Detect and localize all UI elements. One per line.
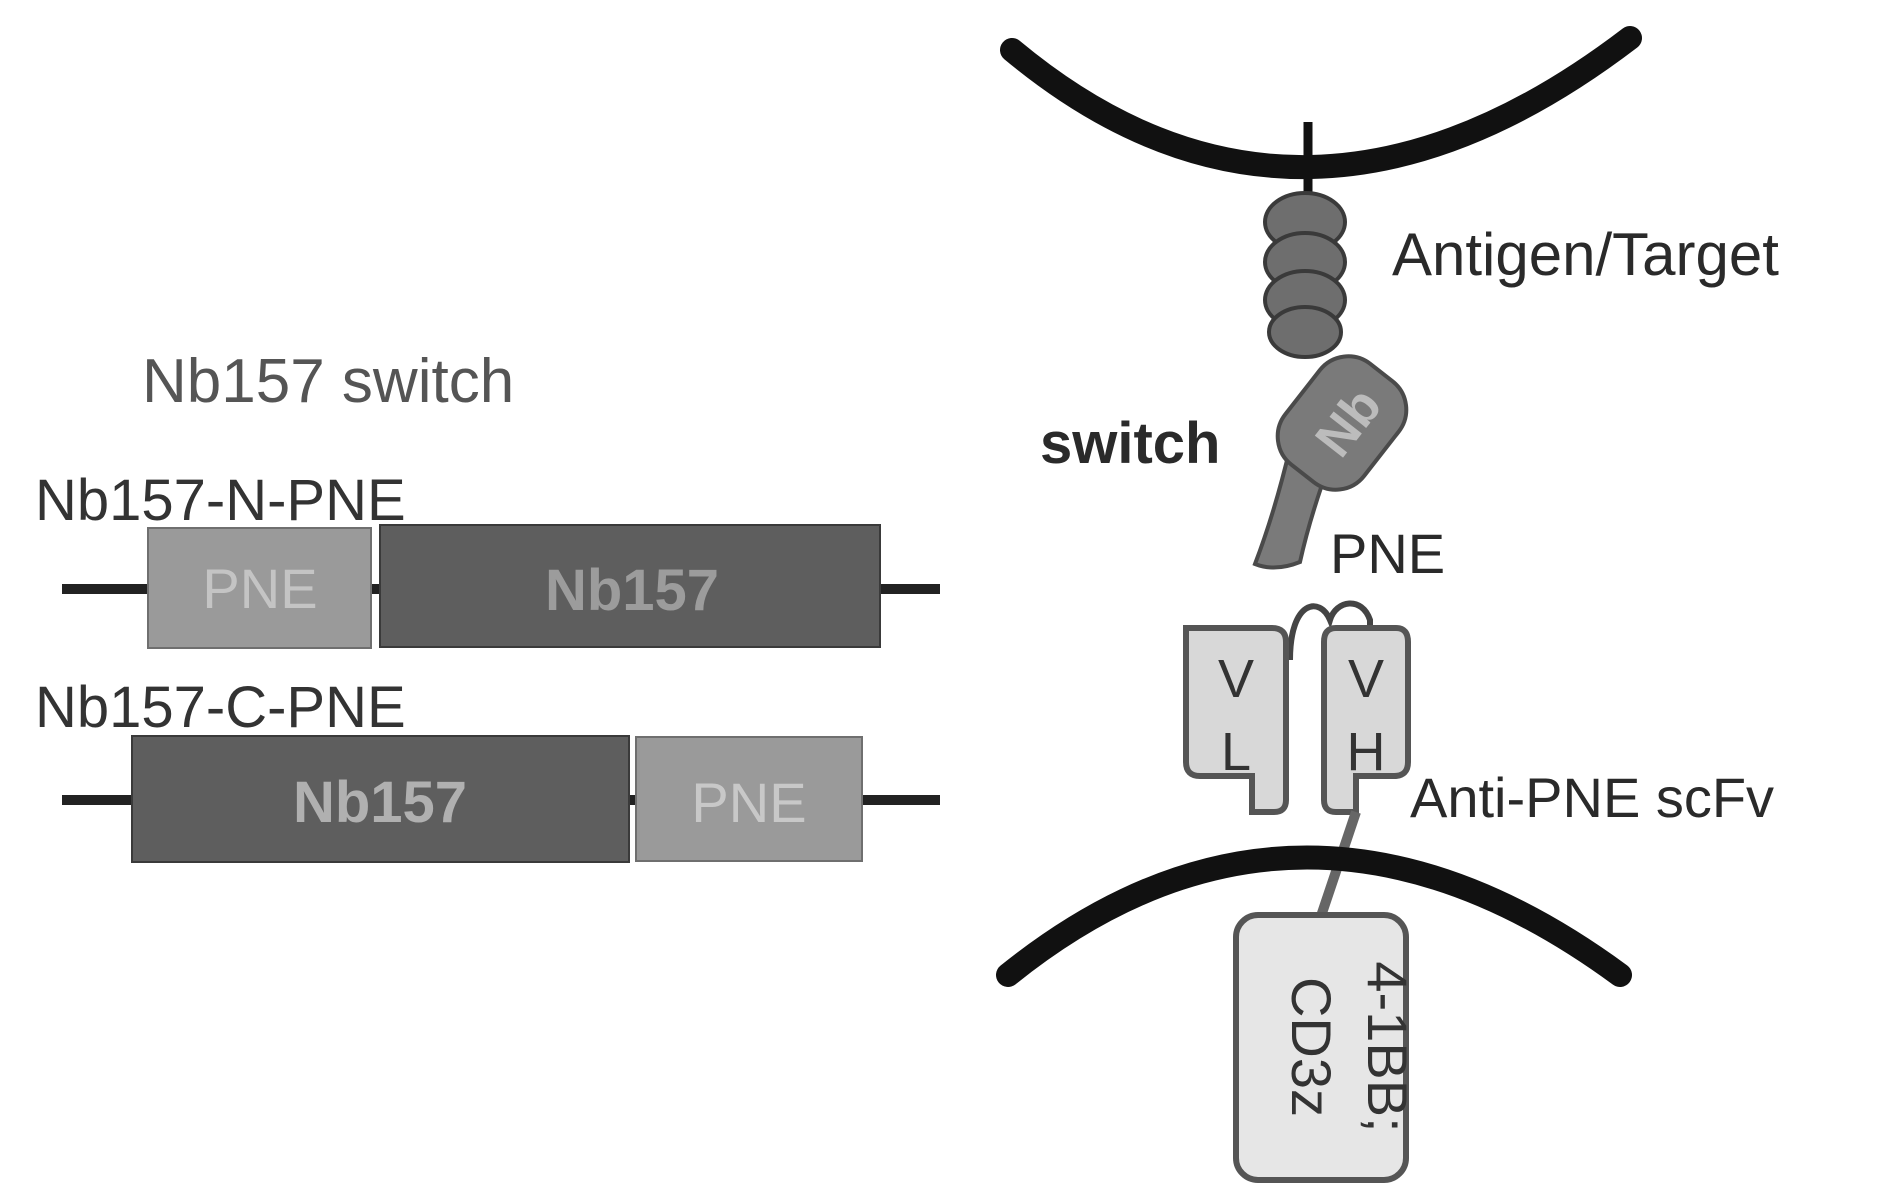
construct-nb157-n-pne: Nb157-N-PNE PNE Nb157 [35, 468, 940, 648]
construct-name: Nb157-C-PNE [35, 675, 406, 740]
nb157-domain-label: Nb157 [545, 558, 719, 623]
scfv-label: Anti-PNE scFv [1410, 766, 1774, 829]
vh-letter-h: H [1347, 722, 1386, 782]
pne-domain-label: PNE [202, 557, 317, 620]
panel-title: Nb157 switch [142, 347, 514, 416]
antigen-domain [1269, 307, 1341, 357]
construct-nb157-c-pne: Nb157-C-PNE Nb157 PNE [35, 675, 940, 862]
antigen-label: Antigen/Target [1392, 221, 1779, 288]
pne-label: PNE [1330, 522, 1445, 585]
signaling-domains-box: 4-1BB; CD3z [1236, 915, 1419, 1180]
vl-letter-l: L [1221, 722, 1251, 782]
vl-letter-v: V [1218, 649, 1254, 709]
nb157-switch-panel: Nb157 switch Nb157-N-PNE PNE Nb157 Nb157… [35, 347, 940, 862]
signal-4-1bb-label: 4-1BB; [1356, 961, 1419, 1132]
construct-name: Nb157-N-PNE [35, 468, 406, 533]
switchable-car-panel: Antigen/Target Nb switch PNE V L V H Ant… [1008, 38, 1779, 1180]
vh-letter-v: V [1348, 649, 1384, 709]
pne-domain-label: PNE [691, 771, 806, 834]
signal-cd3z-label: CD3z [1280, 977, 1343, 1117]
target-cell-membrane [1012, 38, 1630, 167]
nb157-domain-label: Nb157 [293, 770, 467, 835]
switch-label: switch [1040, 411, 1221, 476]
